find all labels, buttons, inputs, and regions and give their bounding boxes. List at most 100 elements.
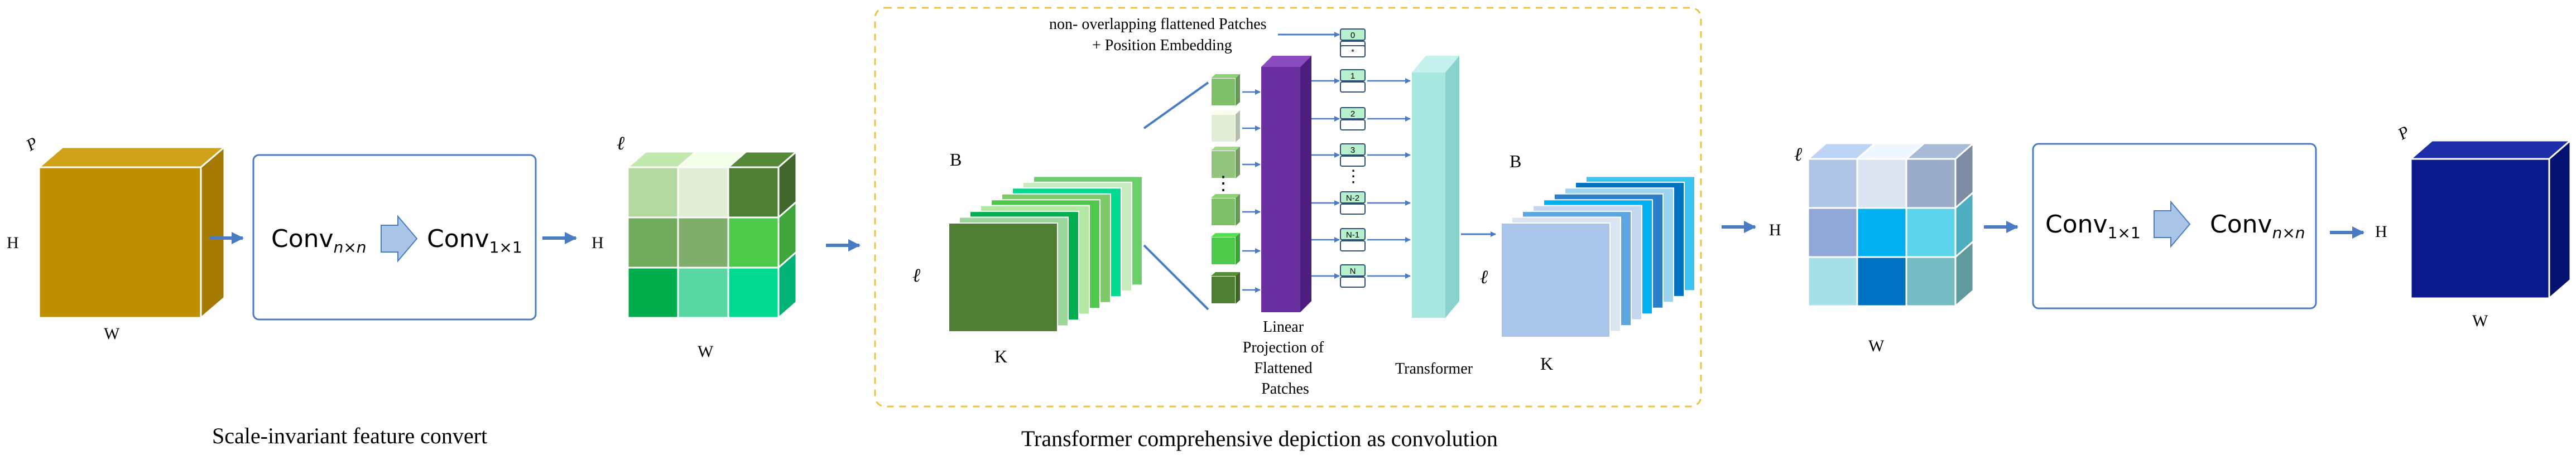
blue-depth-label: ℓ xyxy=(1794,144,1802,165)
token-box xyxy=(1340,69,1366,81)
blue-cube-cell xyxy=(1856,207,1907,258)
patch-tile xyxy=(1210,275,1236,304)
green-cube-cell xyxy=(677,166,729,219)
patch-tile-top xyxy=(1211,194,1240,198)
blue-cube-cell xyxy=(1807,256,1858,307)
out-left-label: ℓ xyxy=(1480,267,1488,288)
token-box xyxy=(1340,45,1366,57)
green-height-label: H xyxy=(592,234,604,252)
token-embedding xyxy=(1340,277,1366,288)
blue-cube-cell xyxy=(1905,158,1957,209)
patch-ellipsis: ⋮ xyxy=(1214,173,1233,194)
token-label: 3 xyxy=(1351,146,1355,155)
patch-tile-side xyxy=(1236,110,1240,142)
input-depth-label: P xyxy=(22,134,41,155)
blue-height-label: H xyxy=(1769,221,1781,239)
out-top-label: B xyxy=(1510,151,1521,171)
flattened-patch-column: ⋮ xyxy=(1210,74,1261,304)
conv-right-second: Convn×n xyxy=(2210,210,2305,242)
token-box xyxy=(1340,228,1366,240)
conv-right-first-sub: 1×1 xyxy=(2108,224,2141,242)
token-embedding xyxy=(1340,81,1366,93)
patch-tile-side xyxy=(1236,74,1240,106)
input-feature-cube xyxy=(36,145,227,320)
linear-projection-line-3: Flattened xyxy=(1254,360,1312,377)
green-depth-label: ℓ xyxy=(617,133,624,154)
linear-projection-line-2: Projection of xyxy=(1243,339,1324,356)
conv-left-second-base: Conv xyxy=(427,225,489,253)
green-cube xyxy=(626,149,799,320)
input-slice-stack xyxy=(948,176,1143,332)
conv-left-hollow-arrow xyxy=(381,215,418,263)
transformer-bar xyxy=(1412,56,1459,318)
patch-tile xyxy=(1210,197,1236,226)
input-width-label: W xyxy=(104,325,120,343)
token-label: N xyxy=(1350,267,1356,276)
patch-tile-top xyxy=(1211,74,1240,78)
middle-caption: Transformer comprehensive depiction as c… xyxy=(1021,426,1498,451)
blue-cube-cell xyxy=(1856,256,1907,307)
token-embedding xyxy=(1340,240,1366,251)
output-height-label: H xyxy=(2375,222,2387,241)
green-cube-cell xyxy=(677,216,729,269)
blue-cube-cell xyxy=(1905,207,1957,258)
conv-right-first-base: Conv xyxy=(2045,210,2108,239)
green-cube-cell xyxy=(677,267,729,319)
conv-left-first-sub: n×n xyxy=(334,238,367,256)
conv-left-second-sub: 1×1 xyxy=(489,238,522,256)
conv-right-hollow-arrow xyxy=(2154,200,2191,248)
patch-tile-top xyxy=(1211,272,1240,276)
blue-cube-cell xyxy=(1807,207,1858,258)
token-embedding xyxy=(1340,156,1366,167)
stack-top-label: B xyxy=(950,149,962,170)
green-cube-cell xyxy=(727,166,780,219)
green-cube-side-face xyxy=(777,250,797,320)
output-width-label: W xyxy=(2472,312,2488,330)
token-label: * xyxy=(1351,47,1354,57)
conv-left-first: Convn×n xyxy=(271,225,367,256)
token-label: 1 xyxy=(1351,71,1355,81)
green-stack-slice xyxy=(948,222,1058,332)
green-cube-cell xyxy=(727,216,780,269)
stack-left-label: ℓ xyxy=(912,265,920,286)
linear-projection-line-1: Linear xyxy=(1263,318,1304,336)
patch-note-line-1: non- overlapping flattened Patches xyxy=(1049,16,1267,33)
left-caption: Scale-invariant feature convert xyxy=(212,423,487,448)
conv-right-first: Conv1×1 xyxy=(2045,210,2141,242)
expand-line-top xyxy=(1143,81,1209,129)
conv-left-first-base: Conv xyxy=(271,225,334,253)
green-width-label: W xyxy=(698,342,714,361)
token-box xyxy=(1340,28,1366,41)
green-cube-cell xyxy=(627,216,679,269)
blue-cube-cell xyxy=(1807,158,1858,209)
token-label: 0 xyxy=(1351,31,1355,40)
patch-tile-top xyxy=(1211,147,1240,151)
green-cube-cell xyxy=(627,166,679,219)
blue-width-label: W xyxy=(1868,337,1885,355)
conv-right-second-sub: n×n xyxy=(2272,224,2305,242)
green-cube-cell xyxy=(627,267,679,319)
token-embedding xyxy=(1340,119,1366,130)
green-cube-cell xyxy=(727,267,780,319)
transformer-region xyxy=(874,7,1702,408)
patch-tile-top xyxy=(1211,110,1240,114)
token-label: N-1 xyxy=(1346,230,1359,240)
output-slice-stack xyxy=(1501,176,1695,338)
blue-cube-cell xyxy=(1905,256,1957,307)
out-bottom-label: K xyxy=(1540,354,1553,374)
transformer-label: Transformer xyxy=(1395,360,1473,377)
patch-tile-side xyxy=(1236,233,1240,265)
blue-cube-cell xyxy=(1856,158,1907,209)
token-box xyxy=(1340,191,1366,204)
output-feature-cube xyxy=(2408,138,2573,301)
token-box xyxy=(1340,143,1366,156)
linear-projection-label: Linear Projection of Flattened Patches xyxy=(1243,318,1328,398)
token-embedding xyxy=(1340,204,1366,215)
linear-projection-line-4: Patches xyxy=(1261,380,1309,398)
token-box xyxy=(1340,107,1366,119)
input-height-label: H xyxy=(7,234,19,252)
token-label: N-2 xyxy=(1346,193,1359,203)
blue-cube-side-face xyxy=(1954,239,1974,308)
output-depth-label: P xyxy=(2394,123,2412,144)
